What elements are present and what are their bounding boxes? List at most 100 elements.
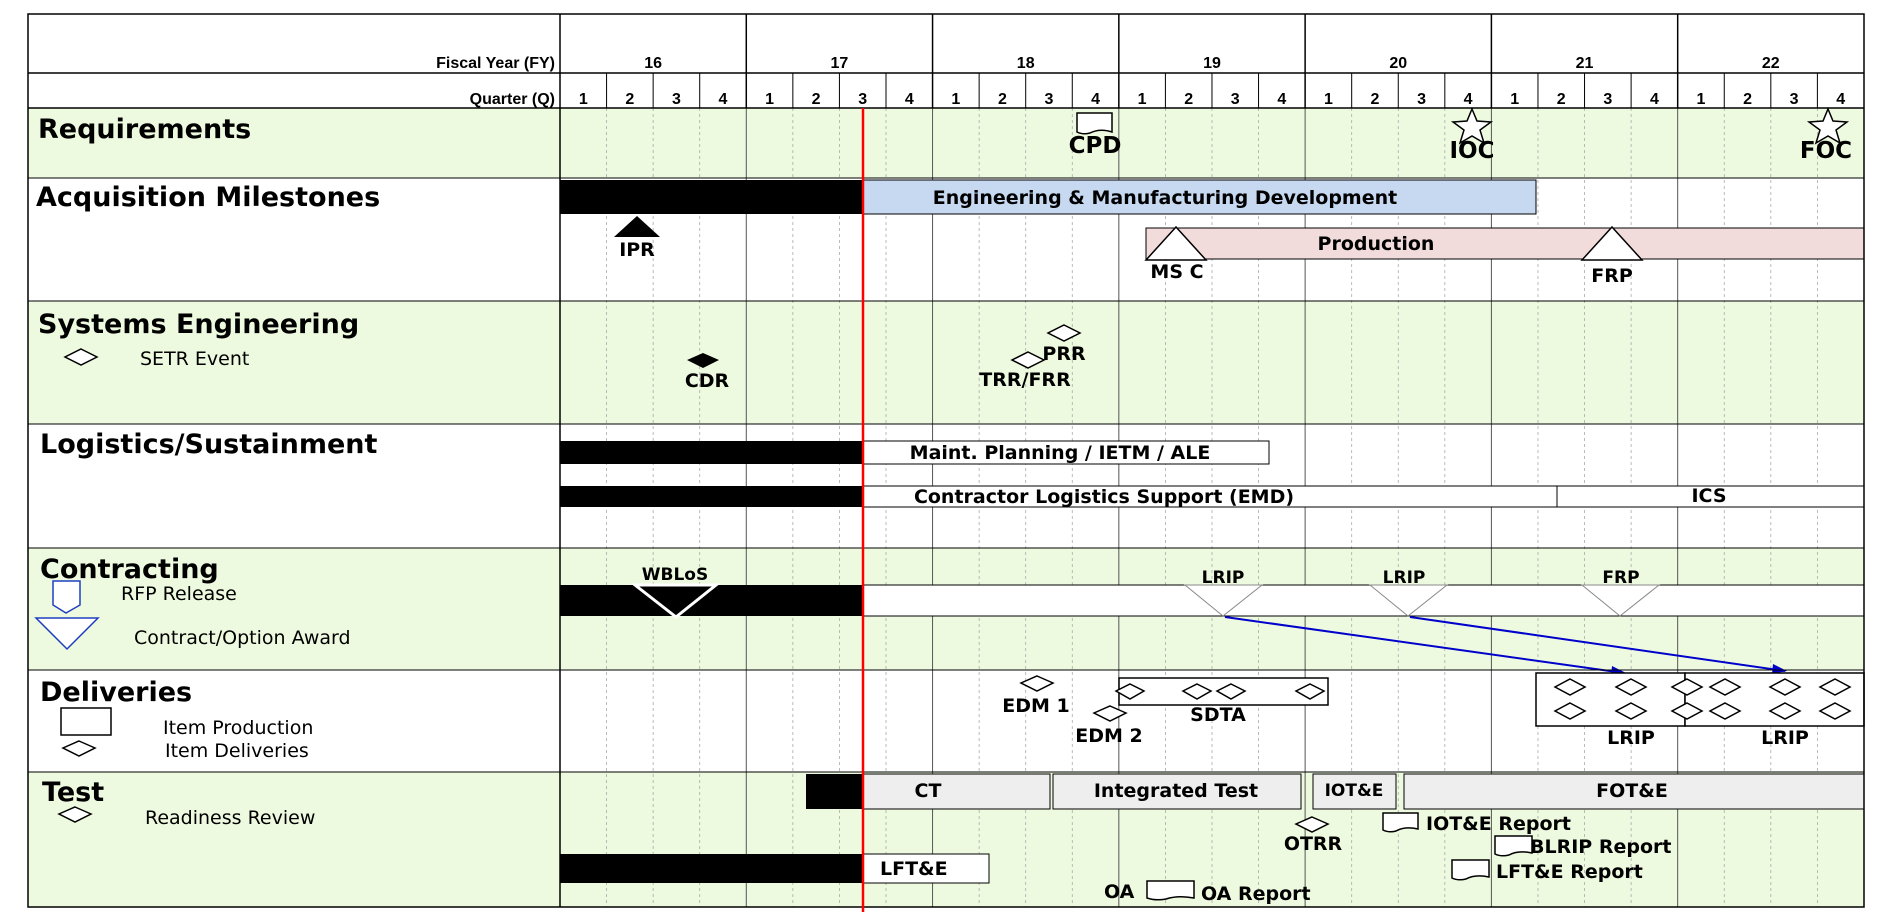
prr-label: PRR <box>1042 343 1086 365</box>
sdta-diamond-1-icon <box>1114 683 1146 700</box>
contracting-title: Contracting <box>40 554 219 585</box>
fiscal-year-label: Fiscal Year (FY) <box>436 55 555 72</box>
rfp-legend-label: RFP Release <box>121 583 237 605</box>
quarter-label: 1 <box>1324 91 1333 108</box>
frp-label: FRP <box>1591 265 1633 287</box>
fote-label: FOT&E <box>1596 780 1668 802</box>
quarter-label: 1 <box>1697 91 1706 108</box>
rfp-legend-arrow-icon <box>52 580 81 614</box>
ioc-star-icon <box>1450 107 1494 145</box>
contracting-white-bar <box>862 584 1865 617</box>
frp-award-label: FRP <box>1602 568 1639 588</box>
lfte-bar <box>862 853 990 884</box>
lfte-report-document-icon <box>1451 859 1490 881</box>
deliveries-legend-diamond-icon <box>61 740 97 757</box>
quarter-label: 4 <box>1464 91 1473 108</box>
ipr-label: IPR <box>619 239 655 261</box>
maint-planning-label: Maint. Planning / IETM / ALE <box>910 442 1211 464</box>
ms-c-label: MS C <box>1150 261 1203 283</box>
blrip-report-label: BLRIP Report <box>1530 836 1671 858</box>
blrip-report-document-icon <box>1494 835 1533 857</box>
quarter-label: 4 <box>1277 91 1286 108</box>
systems-band <box>28 301 1864 424</box>
lrip-delivery-diamond-icon <box>1553 702 1587 720</box>
wblos-triangle-icon <box>630 583 721 619</box>
year-label: 21 <box>1576 55 1594 72</box>
quarter-label: 1 <box>1510 91 1519 108</box>
emd-bar <box>862 179 1537 215</box>
oa-label: OA <box>1104 881 1135 903</box>
lrip-award-triangle-2-icon <box>1368 584 1449 617</box>
requirements-title: Requirements <box>38 114 251 145</box>
iote-report-document-icon <box>1382 812 1419 833</box>
lrip-award-label-1: LRIP <box>1202 568 1245 588</box>
prr-diamond-icon <box>1046 324 1082 342</box>
sdta-diamond-3-icon <box>1215 683 1247 700</box>
chart-frame <box>27 13 1865 908</box>
edm1-label: EDM 1 <box>1002 695 1070 717</box>
ipr-triangle-icon <box>614 216 660 237</box>
year-label: 16 <box>644 55 662 72</box>
lrip-contract-arrow-2 <box>1409 616 1786 672</box>
ms-c-triangle-icon <box>1144 225 1208 261</box>
row-separators <box>28 177 1864 773</box>
emd-label: Engineering & Manufacturing Development <box>933 187 1397 209</box>
logistics-title: Logistics/Sustainment <box>40 429 378 460</box>
production-label: Production <box>1318 233 1435 255</box>
quarter-label: Quarter (Q) <box>470 91 555 108</box>
frp-award-triangle-icon <box>1580 584 1661 617</box>
iote-report-label: IOT&E Report <box>1426 813 1571 835</box>
requirements-section: Requirements CPD IOC FOC <box>38 107 1852 164</box>
frp-triangle-icon <box>1580 225 1644 261</box>
systems-title: Systems Engineering <box>38 309 359 340</box>
foc-label: FOC <box>1800 138 1852 164</box>
quarter-label: 2 <box>1743 91 1752 108</box>
ct-bar <box>862 773 1051 810</box>
lrip-award-label-2: LRIP <box>1383 568 1426 588</box>
oa-report-label: OA Report <box>1201 883 1311 905</box>
lrip-contract-arrowhead-2-icon <box>1772 664 1787 674</box>
lrip-delivery-diamond-icon <box>1553 678 1587 696</box>
otrr-label: OTRR <box>1284 833 1343 855</box>
ics-label: ICS <box>1691 485 1726 507</box>
cdr-label: CDR <box>685 370 730 392</box>
acquisition-black-bar <box>560 180 863 214</box>
quarter-label: 2 <box>812 91 821 108</box>
lrip-delivery-diamond-icon <box>1768 702 1802 720</box>
year-label: 19 <box>1203 55 1221 72</box>
lrip-contract-arrow-1 <box>1224 616 1625 674</box>
lrip-award-triangle-1-icon <box>1183 584 1264 617</box>
quarter-label: 2 <box>1557 91 1566 108</box>
cpd-document-icon <box>1076 112 1113 135</box>
lrip-delivery-diamond-icon <box>1614 702 1648 720</box>
readiness-legend-diamond-icon <box>57 806 93 823</box>
foc-star-icon <box>1806 107 1850 145</box>
edm1-diamond-icon <box>1019 675 1055 692</box>
production-legend-box-icon <box>60 707 112 736</box>
sdta-delivery-diamonds <box>1114 683 1326 700</box>
ioc-label: IOC <box>1450 138 1495 164</box>
award-legend-label: Contract/Option Award <box>134 627 351 649</box>
oa-report-document-icon <box>1146 880 1195 901</box>
quarter-label: 1 <box>1138 91 1147 108</box>
integrated-test-label: Integrated Test <box>1094 780 1258 802</box>
year-label: 20 <box>1389 55 1407 72</box>
lrip-delivery-diamond-icon <box>1708 702 1742 720</box>
logistics-black-bar-1 <box>560 441 863 464</box>
contracting-section: Contracting RFP Release Contract/Option … <box>34 554 1865 676</box>
lrip-production-box-1 <box>1535 672 1686 727</box>
deliveries-title: Deliveries <box>40 677 192 708</box>
cdr-diamond-icon <box>687 353 719 368</box>
trr-frr-diamond-icon <box>1010 351 1046 369</box>
lrip-delivery-diamond-icon <box>1614 678 1648 696</box>
cpd-label: CPD <box>1069 133 1122 159</box>
outer-border <box>27 13 1865 908</box>
deliveries-legend-label: Item Deliveries <box>165 740 309 762</box>
deliveries-section: Deliveries Item Production Item Deliveri… <box>40 672 1865 762</box>
logistics-black-bar-2 <box>560 486 863 507</box>
quarter-label: 1 <box>951 91 960 108</box>
readiness-legend-label: Readiness Review <box>145 807 315 829</box>
quarter-label: 1 <box>579 91 588 108</box>
quarter-label: 4 <box>1650 91 1659 108</box>
